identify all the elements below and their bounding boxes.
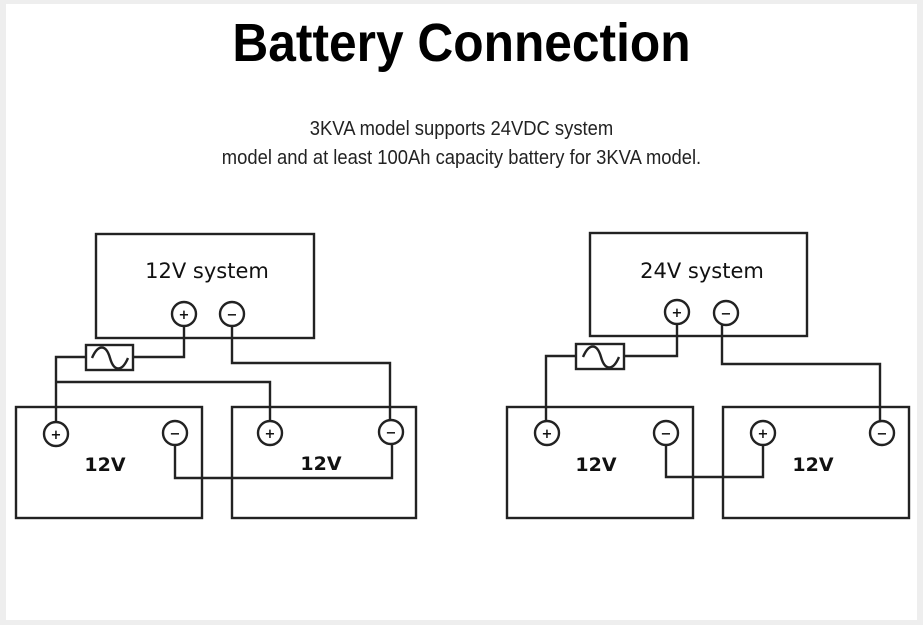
battery-positive-terminal-icon: + bbox=[749, 419, 777, 447]
svg-text:−: − bbox=[227, 308, 238, 323]
wire bbox=[544, 354, 576, 421]
svg-text:−: − bbox=[877, 427, 888, 442]
svg-text:+: + bbox=[672, 306, 683, 321]
svg-text:+: + bbox=[179, 308, 190, 323]
battery-positive-terminal-icon: + bbox=[533, 419, 561, 447]
system-label-12v: 12V system bbox=[145, 259, 269, 283]
diagram-12v-parallel: 12V system + − 12V 12V + bbox=[14, 232, 418, 520]
battery-box-left-1 bbox=[14, 405, 204, 520]
battery-negative-terminal-icon: − bbox=[652, 419, 680, 447]
svg-text:−: − bbox=[721, 307, 732, 322]
wire bbox=[132, 326, 186, 359]
system-negative-terminal-icon: − bbox=[218, 300, 246, 328]
battery-box-right-1 bbox=[505, 405, 695, 520]
wire bbox=[54, 355, 86, 421]
wire bbox=[720, 325, 882, 421]
wire bbox=[56, 380, 272, 421]
battery-negative-terminal-icon: − bbox=[868, 419, 896, 447]
page-title: Battery Connection bbox=[232, 13, 691, 73]
wire bbox=[230, 326, 392, 421]
subtitle-line-1: 3KVA model supports 24VDC system bbox=[309, 118, 614, 140]
wire bbox=[664, 445, 765, 479]
svg-text:+: + bbox=[758, 427, 769, 442]
system-positive-terminal-icon: + bbox=[170, 300, 198, 328]
battery-label: 12V bbox=[84, 454, 125, 476]
svg-text:+: + bbox=[51, 428, 62, 443]
battery-box-right-2 bbox=[721, 405, 911, 520]
diagram-24v-series: 24V system + − 12V 12V + bbox=[505, 231, 911, 520]
fuse-icon bbox=[574, 342, 626, 371]
battery-label: 12V bbox=[575, 454, 616, 476]
system-label-24v: 24V system bbox=[640, 259, 764, 283]
system-positive-terminal-icon: + bbox=[663, 298, 691, 326]
system-box-12v bbox=[94, 232, 316, 340]
battery-positive-terminal-icon: + bbox=[256, 419, 284, 447]
battery-label: 12V bbox=[300, 453, 341, 475]
fuse-icon bbox=[84, 343, 135, 372]
battery-negative-terminal-icon: − bbox=[377, 418, 405, 446]
svg-text:+: + bbox=[542, 427, 553, 442]
battery-box-left-2 bbox=[230, 405, 418, 520]
system-negative-terminal-icon: − bbox=[712, 299, 740, 327]
wire bbox=[624, 324, 679, 358]
svg-text:−: − bbox=[170, 427, 181, 442]
svg-text:+: + bbox=[265, 427, 276, 442]
battery-label: 12V bbox=[792, 454, 833, 476]
subtitle-line-2: model and at least 100Ah capacity batter… bbox=[221, 147, 702, 169]
wire bbox=[173, 445, 394, 480]
system-box-24v bbox=[588, 231, 809, 338]
battery-negative-terminal-icon: − bbox=[161, 419, 189, 447]
svg-text:−: − bbox=[661, 427, 672, 442]
svg-text:−: − bbox=[386, 426, 397, 441]
battery-positive-terminal-icon: + bbox=[42, 420, 70, 448]
